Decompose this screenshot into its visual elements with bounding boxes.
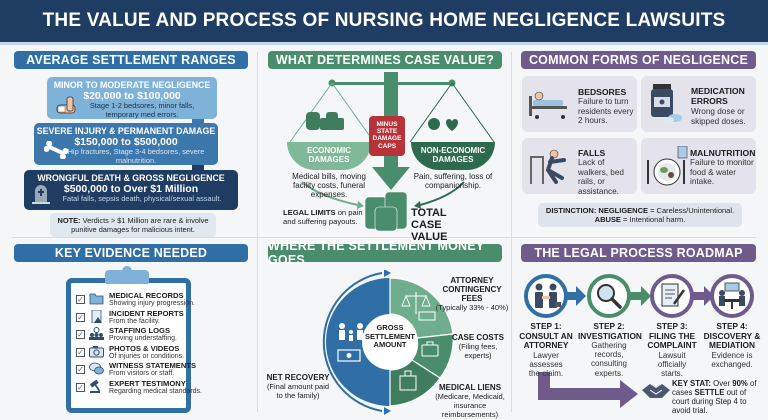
checkbox-icon: ✓	[76, 330, 85, 339]
checkbox-icon: ✓	[76, 295, 85, 304]
section-title: WHERE THE SETTLEMENT MONEY GOES	[268, 239, 502, 267]
evidence-clipboard	[66, 278, 191, 413]
evidence-item: ✓ STAFFING LOGS Proving understaffing.	[76, 326, 177, 342]
legal-limits-text: LEGAL LIMITS on pain and suffering payou…	[283, 208, 363, 226]
bandaged-arm-icon	[56, 96, 76, 114]
meeting-table-icon	[719, 282, 745, 309]
evidence-item: ✓ EXPERT TESTIMONY Regarding medical sta…	[76, 378, 202, 395]
row-divider	[12, 237, 756, 238]
step-1-circle	[524, 274, 568, 318]
evidence-list: ✓ MEDICAL RECORDS Showing injury progres…	[76, 291, 202, 410]
checkbox-icon: ✓	[76, 382, 85, 392]
evidence-item: ✓ MEDICAL RECORDS Showing injury progres…	[76, 291, 195, 307]
broken-bone-icon	[44, 141, 68, 159]
handshake-people-icon	[535, 283, 561, 308]
report-document-icon	[91, 309, 102, 323]
camera-icon	[89, 345, 104, 357]
speech-bubbles-icon	[89, 362, 104, 375]
form-card-falls: FALLS Lack of walkers, bed rails, or ass…	[522, 138, 637, 196]
roadmap-arrows	[538, 286, 714, 408]
tier-severe: SEVERE INJURY & PERMANENT DAMAGE $150,00…	[34, 123, 218, 165]
tier-minor: MINOR TO MODERATE NEGLIGENCE $20,000 to …	[47, 77, 217, 119]
gavel-icon	[89, 379, 101, 393]
step-1: STEP 1: CONSULT AN ATTORNEY Lawyer asses…	[519, 321, 573, 378]
step-3-circle	[650, 274, 694, 318]
evidence-item: ✓ WITNESS STATEMENTS From visitors or st…	[76, 361, 197, 377]
checkbox-icon: ✓	[76, 312, 85, 322]
checkbox-icon: ✓	[76, 347, 85, 357]
tier-wrongful-death: WRONGFUL DEATH & GROSS NEGLIGENCE $500,0…	[24, 170, 238, 210]
staff-group-icon	[89, 327, 104, 340]
column-divider	[511, 52, 512, 412]
pill-bottle-icon	[651, 84, 682, 123]
handshake-icon	[642, 384, 670, 398]
negligence-abuse-distinction: DISTINCTION: NEGLIGENCE = Careless/Unint…	[538, 203, 742, 227]
clipboard-clip-top	[122, 266, 132, 274]
section-title: THE LEGAL PROCESS ROADMAP	[521, 244, 756, 262]
hospital-bed-icon	[529, 91, 567, 119]
step-2: STEP 2: INVESTIGATION Gathering records,…	[578, 321, 642, 378]
settlement-note: NOTE: Verdicts > $1 Million are rare & i…	[50, 213, 216, 237]
folder-icon	[89, 293, 104, 305]
section-title: COMMON FORMS OF NEGLIGENCE	[521, 51, 756, 69]
page-header: THE VALUE AND PROCESS OF NURSING HOME NE…	[0, 0, 768, 42]
key-stat: KEY STAT: Over 90% of cases SETTLE out o…	[672, 379, 757, 415]
step-4-circle	[710, 274, 754, 318]
falling-person-icon	[530, 149, 566, 184]
magnifier-icon	[597, 284, 622, 309]
evidence-item: ✓ PHOTOS & VIDEOS Of injuries or conditi…	[76, 343, 185, 360]
non-economic-damages-desc: Pain, suffering, loss of companionship.	[413, 172, 493, 190]
section-title: AVERAGE SETTLEMENT RANGES	[14, 51, 248, 69]
checkbox-icon: ✓	[76, 365, 85, 374]
economic-damages-desc: Medical bills, moving facility costs, fu…	[292, 172, 366, 199]
evidence-item: ✓ INCIDENT REPORTS From the facility.	[76, 308, 184, 325]
form-card-malnutrition: MALNUTRITION Failure to monitor food & w…	[641, 138, 756, 194]
clipboard-clip	[105, 270, 149, 284]
form-card-bedsores: BEDSORES Failure to turn residents every…	[522, 76, 637, 132]
step-2-circle	[587, 274, 631, 318]
gravestone-icon	[32, 185, 50, 204]
document-pen-icon	[661, 283, 686, 307]
meal-plate-icon	[647, 146, 688, 186]
section-title: WHAT DETERMINES CASE VALUE?	[268, 51, 502, 69]
page-title: THE VALUE AND PROCESS OF NURSING HOME NE…	[42, 10, 726, 31]
settlement-donut-chart	[322, 270, 454, 415]
header-divider	[0, 42, 768, 45]
step-3: STEP 3: FILING THE COMPLAINT Lawsuit off…	[647, 321, 697, 378]
section-title: KEY EVIDENCE NEEDED	[14, 244, 248, 262]
column-divider	[257, 52, 258, 412]
case-costs-label: CASE COSTS(Filing fees,experts)	[451, 333, 504, 360]
medical-liens-label: MEDICAL LIENS(Medicare, Medicaid,insuran…	[435, 383, 505, 419]
form-card-medication-errors: MEDICATION ERRORS Wrong dose or skipped …	[641, 76, 756, 132]
step-4: STEP 4: DISCOVERY & MEDIATION Evidence i…	[703, 321, 761, 369]
